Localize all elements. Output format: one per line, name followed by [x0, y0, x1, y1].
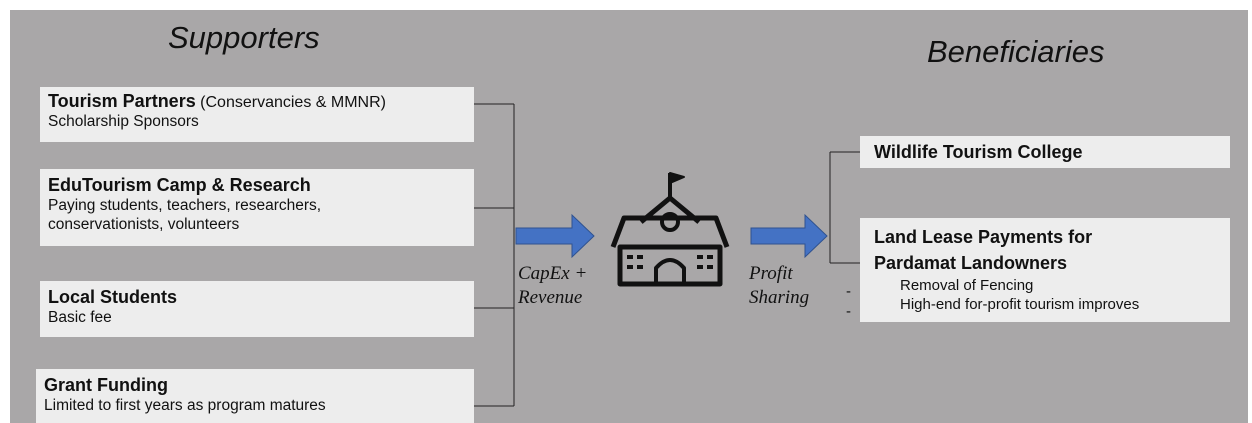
- beneficiary-title-line2: Pardamat Landowners: [874, 253, 1068, 273]
- supporter-title: EduTourism Camp & Research: [48, 175, 311, 195]
- beneficiaries-heading: Beneficiaries: [927, 34, 1105, 69]
- connectors-and-arrows: [474, 103, 860, 407]
- beneficiary-title: Wildlife Tourism College: [874, 142, 1083, 162]
- supporter-detail: conservationists, volunteers: [48, 216, 240, 233]
- capex-label-line2: Revenue: [518, 287, 583, 308]
- profit-label-line2: Sharing: [749, 287, 810, 308]
- supporter-box-tourism-partners: Tourism Partners (Conservancies & MMNR) …: [40, 87, 474, 142]
- supporter-detail: Scholarship Sponsors: [48, 113, 199, 130]
- supporter-title: Tourism Partners: [48, 91, 196, 111]
- profit-sharing-label: Profit Sharing: [749, 262, 809, 310]
- supporter-detail: Paying students, teachers, researchers,: [48, 197, 322, 214]
- supporters-heading: Supporters: [168, 20, 320, 55]
- bullet-dash: -: [846, 283, 851, 300]
- bullet-dash: -: [846, 303, 851, 320]
- supporter-title: Local Students: [48, 287, 178, 307]
- supporter-box-edutourism: EduTourism Camp & Research Paying studen…: [40, 169, 474, 246]
- beneficiary-box-college: Wildlife Tourism College: [860, 136, 1230, 168]
- supporter-box-local-students: Local Students Basic fee: [40, 281, 474, 337]
- diagram-canvas: Supporters Beneficiaries Tourism Partner…: [10, 10, 1248, 423]
- capex-label-line1: CapEx +: [518, 263, 588, 284]
- beneficiary-bullet: High-end for-profit tourism improves: [900, 296, 1140, 313]
- school-building-icon: [610, 172, 730, 287]
- supporter-box-grant-funding: Grant Funding Limited to first years as …: [36, 369, 474, 423]
- capex-revenue-label: CapEx + Revenue: [518, 262, 587, 310]
- beneficiary-title-line1: Land Lease Payments for: [874, 227, 1093, 247]
- capex-arrow: [515, 213, 595, 259]
- beneficiary-box-land-lease: Land Lease Payments for Pardamat Landown…: [860, 218, 1230, 322]
- supporter-detail: Limited to first years as program mature…: [44, 397, 326, 414]
- supporter-title-paren: (Conservancies & MMNR): [200, 94, 386, 111]
- beneficiary-bullet: Removal of Fencing: [900, 277, 1034, 294]
- supporter-title: Grant Funding: [44, 375, 168, 395]
- profit-arrow: [750, 213, 828, 259]
- profit-label-line1: Profit: [749, 263, 793, 284]
- supporter-detail: Basic fee: [48, 309, 112, 326]
